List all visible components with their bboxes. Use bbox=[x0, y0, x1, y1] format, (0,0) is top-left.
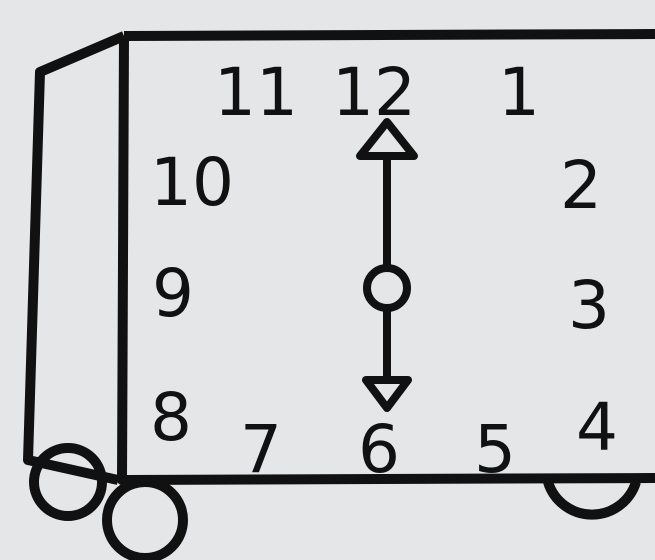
minute-hand-arrowhead bbox=[366, 380, 408, 408]
clock-center-hub bbox=[367, 268, 407, 308]
numeral-8: 8 bbox=[150, 379, 192, 456]
hour-hand bbox=[360, 122, 414, 268]
numeral-2: 2 bbox=[560, 147, 602, 224]
front-left-wheel bbox=[107, 482, 183, 558]
numeral-5: 5 bbox=[474, 411, 516, 488]
box-side-panel bbox=[28, 36, 124, 480]
numeral-12: 12 bbox=[332, 54, 416, 131]
right-wheel bbox=[548, 482, 636, 515]
numeral-11: 11 bbox=[214, 54, 298, 131]
rear-left-wheel bbox=[34, 448, 102, 516]
numeral-9: 9 bbox=[152, 255, 194, 332]
numeral-6: 6 bbox=[358, 411, 400, 488]
numeral-4: 4 bbox=[576, 389, 618, 466]
numeral-3: 3 bbox=[568, 267, 610, 344]
numeral-7: 7 bbox=[240, 411, 282, 488]
minute-hand bbox=[366, 308, 408, 408]
numeral-1: 1 bbox=[498, 54, 540, 131]
numeral-10: 10 bbox=[150, 144, 234, 221]
